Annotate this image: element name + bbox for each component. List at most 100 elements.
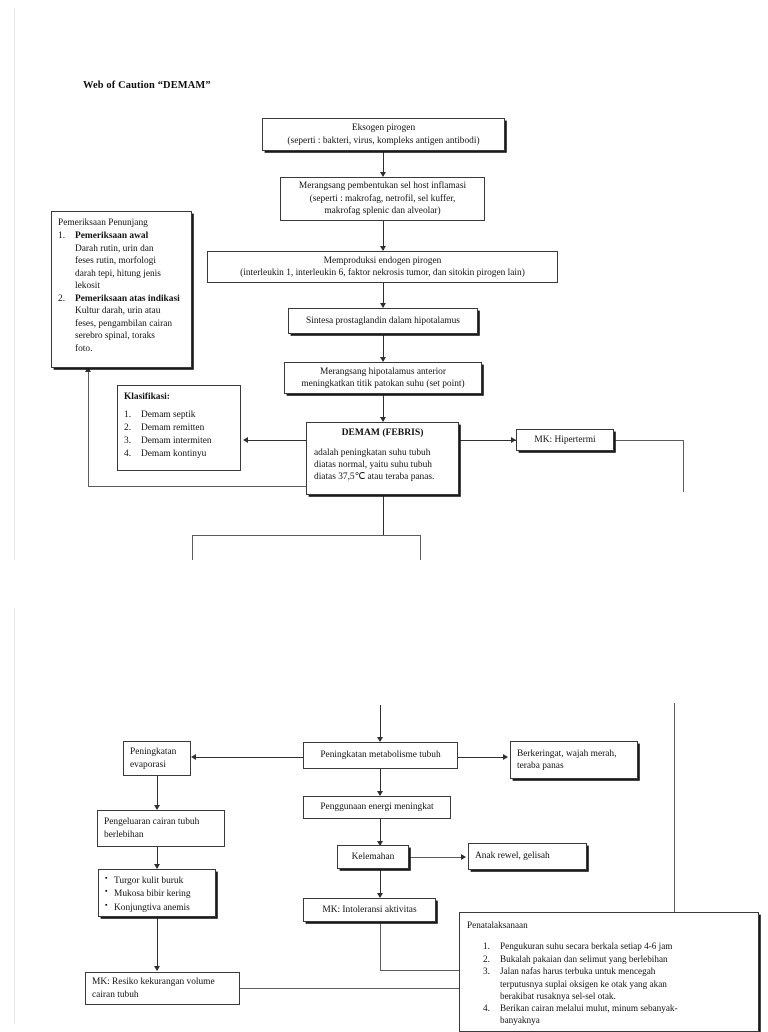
node-pengeluaran-line2: berlebihan bbox=[104, 829, 144, 840]
connector-demam-down-right-leg bbox=[420, 535, 421, 560]
connector-right-rail-top bbox=[674, 703, 675, 916]
node-penatalaksanaan-title: Penatalaksanaan bbox=[467, 920, 528, 930]
connector-kelemahan-to-anakrewel bbox=[409, 857, 465, 858]
page-title: Web of Caution “DEMAM” bbox=[83, 80, 211, 91]
item-line: terputusnya suplai oksigen ke otak yang … bbox=[500, 978, 667, 989]
node-mk-intoleransi-label: MK: Intoleransi aktivitas bbox=[322, 904, 417, 915]
item-line: Berikan cairan melalui mulut, minum seba… bbox=[500, 1003, 678, 1014]
node-demam-title: DEMAM (FEBRIS) bbox=[341, 427, 424, 438]
node-peningkatan-evaporasi: Peningkatan evaporasi bbox=[123, 741, 191, 776]
list-item: 1. Pemeriksaan awal Darah rutin, urin da… bbox=[58, 230, 185, 292]
list-item: 2. Pemeriksaan atas indikasi Kultur dara… bbox=[58, 293, 185, 355]
page-left-edge-1 bbox=[14, 8, 15, 560]
connector-mk-resiko-to-rail bbox=[240, 988, 674, 989]
arrowhead-evaporasi-to-pengeluaran bbox=[153, 805, 160, 810]
node-demam-line3: diatas 37,5℃ atau teraba panas. bbox=[314, 472, 435, 483]
item-line: feses rutin, morfologi bbox=[75, 256, 156, 267]
connector-hipotalamus-to-demam bbox=[383, 394, 384, 421]
node-sel-host-line3: makrofag splenic dan alveolar) bbox=[324, 206, 441, 217]
item-number: 2. bbox=[483, 953, 490, 964]
list-item: 2. Demam remitten bbox=[124, 422, 234, 434]
pemeriksaan-list: 1. Pemeriksaan awal Darah rutin, urin da… bbox=[58, 230, 185, 355]
node-mk-hipertermi-label: MK: Hipertermi bbox=[534, 434, 596, 445]
connector-up-to-pemeriksaan bbox=[88, 372, 89, 486]
connector-prostaglandin-to-hipotalamus bbox=[383, 334, 384, 361]
page-left-edge-2 bbox=[14, 608, 15, 1024]
arrowhead-prostaglandin-to-hipotalamus bbox=[379, 357, 386, 362]
node-endogen-pirogen: Memproduksi endogen pirogen (interleukin… bbox=[207, 251, 558, 283]
connector-endogen-to-prostaglandin bbox=[383, 283, 384, 307]
item-text: Demam intermiten bbox=[141, 436, 212, 447]
connector-metabolisme-to-evaporasi bbox=[196, 757, 303, 758]
node-penatalaksanaan: Penatalaksanaan 1. Pengukuran suhu secar… bbox=[459, 912, 759, 1032]
connector-hipertermi-right bbox=[614, 440, 684, 441]
item-number: 1. bbox=[58, 231, 66, 242]
item-line: feses, pengambilan cairan bbox=[75, 318, 173, 329]
node-mk-resiko-kekurangan-volume: MK: Resiko kekurangan volume cairan tubu… bbox=[85, 972, 240, 1005]
connector-demam-left-long bbox=[88, 486, 310, 487]
item-line: lekosit bbox=[75, 281, 100, 292]
arrowhead-kelemahan-to-intoleransi bbox=[376, 893, 383, 898]
node-sintesa-prostaglandin: Sintesa prostaglandin dalam hipotalamus bbox=[288, 308, 478, 334]
connector-pengeluaran-to-tanda bbox=[157, 847, 158, 868]
item-line: darah tepi, hitung jenis bbox=[75, 268, 161, 279]
item-line: foto. bbox=[75, 343, 93, 354]
node-mk-resiko-line2: cairan tubuh bbox=[92, 989, 139, 1000]
item-number: 4. bbox=[124, 449, 132, 460]
node-demam-febris: DEMAM (FEBRIS) adalah peningkatan suhu t… bbox=[306, 422, 459, 495]
arrowhead-metabolisme-to-evaporasi bbox=[191, 753, 196, 760]
item-number: 2. bbox=[58, 293, 66, 304]
node-pemeriksaan-title: Pemeriksaan Penunjang bbox=[58, 218, 148, 228]
item-line: Pengukuran suhu secara berkala setiap 4-… bbox=[500, 941, 673, 952]
node-tanda-dehidrasi: Turgor kulit buruk Mukosa bibir kering K… bbox=[98, 869, 216, 917]
item-line: Pemeriksaan awal bbox=[75, 231, 149, 242]
node-pengeluaran-line1: Pengeluaran cairan tubuh bbox=[104, 817, 200, 828]
node-evaporasi-line2: evaporasi bbox=[130, 759, 166, 770]
node-prostaglandin-line1: Sintesa prostaglandin dalam hipotalamus bbox=[306, 315, 460, 326]
node-peningkatan-metabolisme: Peningkatan metabolisme tubuh bbox=[303, 742, 458, 769]
item-line: berakibat rusaknya sel-sel otak. bbox=[500, 990, 616, 1001]
node-pemeriksaan-penunjang: Pemeriksaan Penunjang 1. Pemeriksaan awa… bbox=[51, 211, 192, 368]
connector-hipertermi-down bbox=[683, 440, 684, 492]
node-mk-hipertermi: MK: Hipertermi bbox=[516, 429, 614, 451]
arrowhead-endogen-to-prostaglandin bbox=[379, 303, 386, 308]
connector-kelemahan-to-intoleransi bbox=[380, 869, 381, 897]
node-hipotalamus-line1: Merangsang hipotalamus anterior bbox=[319, 366, 446, 377]
node-demam-line1: adalah peningkatan suhu tubuh bbox=[314, 447, 431, 458]
node-eksogen-pirogen-line2: (seperti : bakteri, virus, kompleks anti… bbox=[287, 135, 480, 146]
arrowhead-demam-to-klasifikasi bbox=[243, 436, 248, 443]
item-line: Kultur darah, urin atau bbox=[75, 306, 161, 317]
list-item: Konjungtiva anemis bbox=[105, 901, 209, 914]
item-line: Darah rutin, urin dan bbox=[75, 243, 154, 254]
arrowhead-pengeluaran-to-tanda bbox=[153, 864, 160, 869]
node-endogen-line1: Memproduksi endogen pirogen bbox=[323, 255, 442, 266]
item-number: 3. bbox=[483, 966, 490, 977]
connector-intoleransi-down bbox=[380, 922, 381, 970]
item-text: Demam remitten bbox=[141, 423, 205, 434]
item-number: 4. bbox=[483, 1003, 490, 1014]
node-metabolisme-label: Peningkatan metabolisme tubuh bbox=[320, 750, 441, 761]
node-pengeluaran-cairan: Pengeluaran cairan tubuh berlebihan bbox=[97, 810, 225, 847]
node-mk-intoleransi-aktivitas: MK: Intoleransi aktivitas bbox=[303, 898, 436, 922]
list-item: 2. Bukalah pakaian dan selimut yang berl… bbox=[483, 953, 751, 965]
klasifikasi-list: 1. Demam septik 2. Demam remitten 3.Demam … bbox=[124, 409, 234, 460]
connector-metabolisme-to-energi bbox=[380, 769, 381, 795]
connector-demam-down bbox=[383, 495, 384, 535]
list-item: 3.Demam intermiten bbox=[124, 435, 234, 447]
connector-into-metabolisme bbox=[380, 705, 381, 741]
item-text: Demam septik bbox=[141, 410, 196, 421]
connector-demam-to-hipertermi bbox=[459, 440, 516, 441]
item-number: 2. bbox=[124, 423, 132, 434]
node-penggunaan-energi: Penggunaan energi meningkat bbox=[303, 796, 451, 819]
node-hipotalamus-anterior: Merangsang hipotalamus anterior meningka… bbox=[284, 362, 482, 394]
item-number: 1. bbox=[124, 410, 132, 421]
node-klasifikasi-title: Klasifikasi: bbox=[124, 392, 170, 402]
list-item: Turgor kulit buruk bbox=[105, 874, 209, 887]
connector-demam-down-tbar bbox=[192, 535, 421, 536]
arrowhead-energi-to-kelemahan bbox=[376, 841, 383, 846]
connector-evaporasi-to-pengeluaran bbox=[157, 776, 158, 809]
node-berkeringat-line1: Berkeringat, wajah merah, bbox=[517, 748, 617, 759]
list-item: 4. Berikan cairan melalui mulut, minum s… bbox=[483, 1002, 751, 1026]
node-anak-rewel: Anak rewel, gelisah bbox=[468, 843, 587, 870]
